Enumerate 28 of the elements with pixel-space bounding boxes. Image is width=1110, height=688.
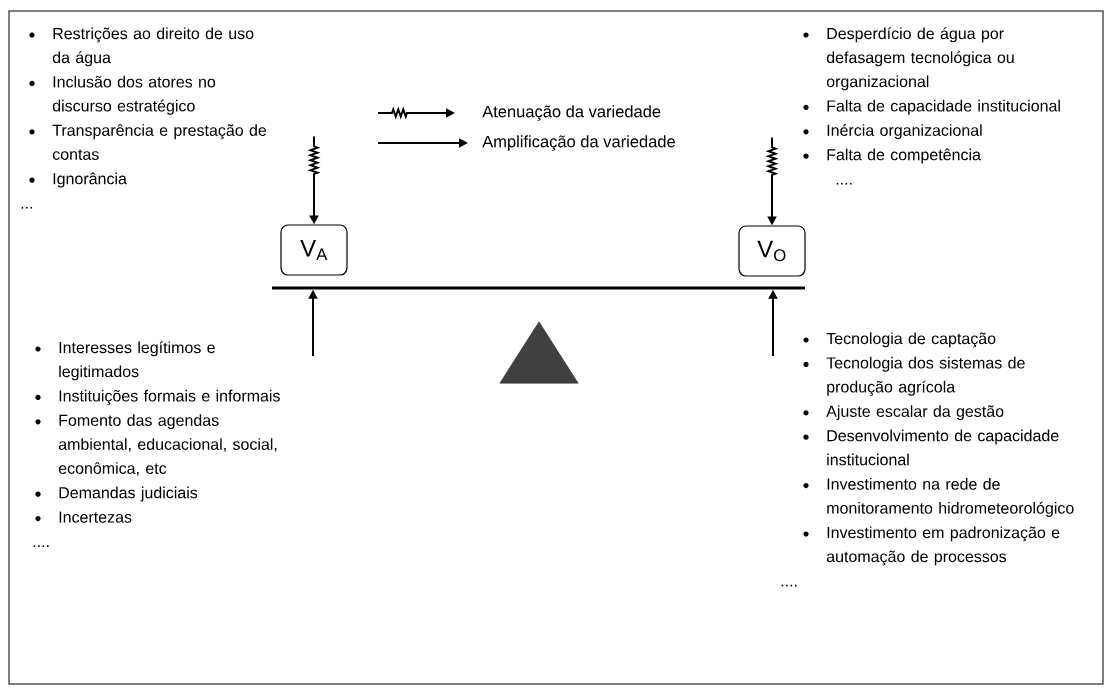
- bullet-item: Investimento em padronização e automação de processos: [803, 526, 1060, 566]
- bullet-item: Instituições formais e informais: [35, 389, 280, 405]
- bullet-item: Demandas judiciais: [35, 486, 198, 502]
- bullet-item: Ajuste escalar da gestão: [803, 405, 1004, 421]
- bullet-item: Ignorância: [29, 172, 127, 188]
- bullet-item: Desenvolvimento de capacidade institucional: [803, 429, 1059, 466]
- bullet-item: Desperdício de água por defasagem tecnológica ou organizacional: [803, 27, 1014, 91]
- legend-text: Amplificação da variedade: [482, 135, 675, 151]
- ellipsis-text: ...: [21, 206, 33, 209]
- bullet-item: Investimento na rede de monitoramento hidrometeorológico: [803, 478, 1074, 517]
- bullet-item: Interesses legítimos e legitimados: [35, 341, 215, 381]
- bullet-item: Tecnologia de captação: [803, 332, 996, 348]
- bullet-item: Incertezas: [35, 511, 132, 523]
- bullet-item: Fomento das agendas ambiental, educacional, social, econômica, etc: [35, 414, 277, 476]
- ellipsis-text: ....: [781, 584, 797, 587]
- legend-text: Atenuação da variedade: [482, 105, 661, 121]
- bullet-item: Falta de competência: [803, 148, 981, 164]
- fulcrum-triangle: [499, 321, 579, 384]
- ellipsis-text: ....: [836, 182, 852, 185]
- bullet-item: Inclusão dos atores no discurso estratégico: [29, 75, 216, 115]
- bullet-item: Restrições ao direito de uso da água: [29, 27, 254, 67]
- variety-box: V$_{A}$: [280, 224, 348, 276]
- bullet-item: Transparência e prestação de contas: [29, 124, 267, 160]
- bullet-item: Inércia organizacional: [803, 124, 982, 140]
- bullet-item: Tecnologia dos sistemas de produção agrícola: [803, 356, 1025, 396]
- ellipsis-text: ....: [33, 545, 49, 547]
- variety-box: V$_{O}$: [738, 225, 806, 277]
- bullet-item: Falta de capacidade institucional: [803, 99, 1060, 115]
